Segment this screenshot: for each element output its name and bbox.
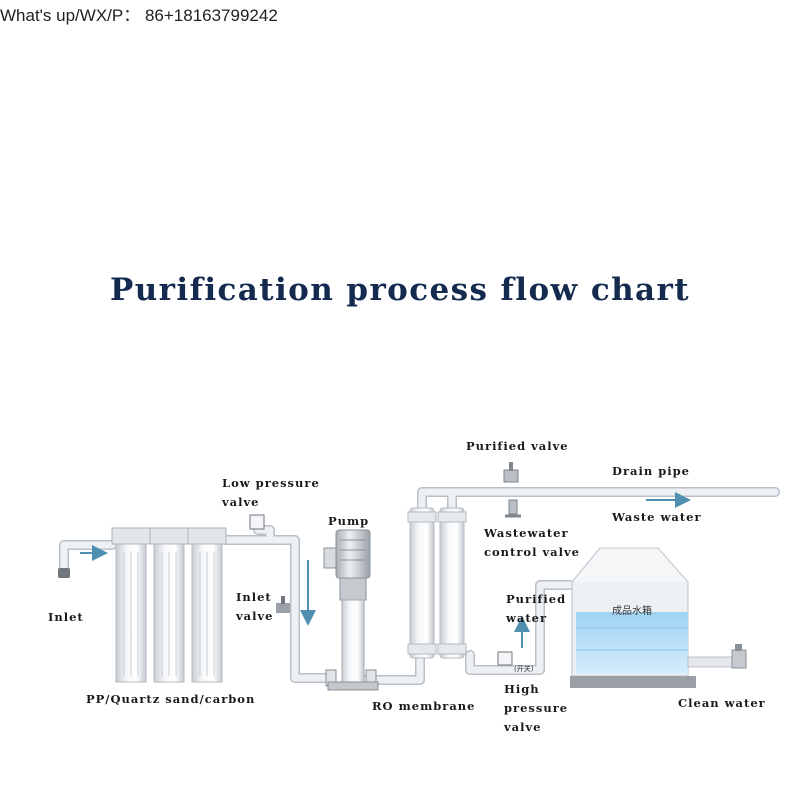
tank-label: 成品水箱: [612, 604, 652, 617]
pump-icon: [323, 529, 379, 691]
outlet-tap-icon: [687, 644, 747, 669]
filter-pp-icon: [111, 527, 151, 683]
water-tank-icon: 成品水箱: [570, 547, 696, 688]
diagram-title: Purification process flow chart: [110, 272, 690, 308]
filter-sand-icon: [149, 527, 189, 683]
pump-label: Pump: [328, 514, 370, 528]
filter-housings: [111, 527, 227, 683]
purified-valve-icon: [503, 462, 519, 483]
high-pressure-valve-icon: [497, 651, 513, 666]
inlet-valve-icon: [276, 596, 290, 613]
ro-membrane-label: RO membrane: [372, 699, 476, 713]
clean-water-label: Clean water: [678, 696, 766, 710]
switch-label: (开关): [514, 664, 534, 673]
waste-water-label: Waste water: [612, 510, 702, 524]
purified-valve-label: Purified valve: [466, 439, 569, 453]
inlet-nozzle-icon: [58, 568, 70, 578]
ro-membranes-icon: [407, 507, 467, 659]
flow-arrows: [80, 492, 691, 648]
low-pressure-valve-icon: [249, 514, 265, 530]
wastewater-control-valve-icon: [505, 499, 521, 518]
inlet-label: Inlet: [48, 610, 84, 624]
filter-carbon-icon: [187, 527, 227, 683]
filters-label: PP/Quartz sand/carbon: [86, 692, 256, 706]
drain-pipe-label: Drain pipe: [612, 464, 690, 478]
contact-text: What's up/WX/P： 86+18163799242: [0, 6, 278, 25]
